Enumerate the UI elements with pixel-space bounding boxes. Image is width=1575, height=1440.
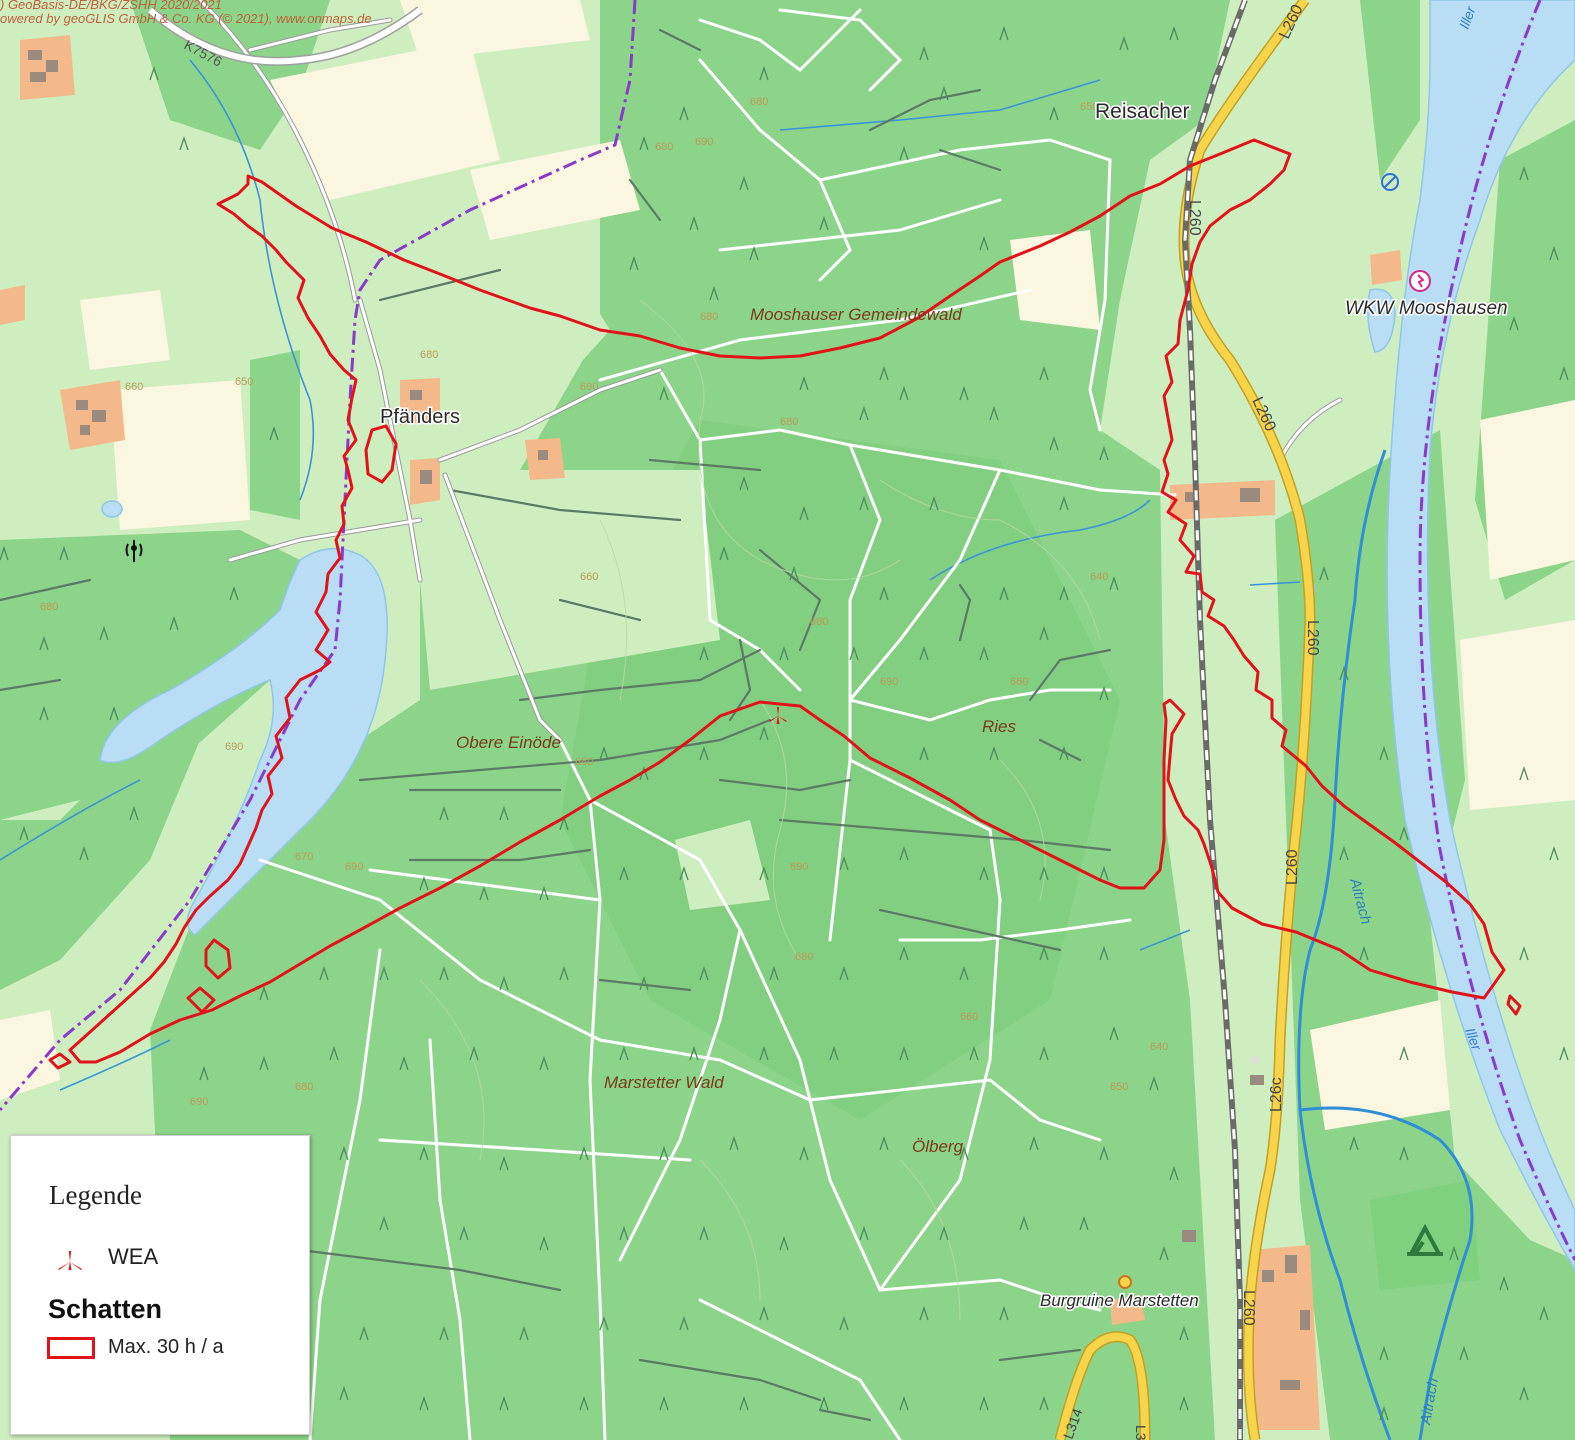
- contour-label: 660: [1010, 676, 1028, 688]
- contour-label: 640: [1150, 1041, 1168, 1053]
- map-labels: Reisacher Pfänders WKW Mooshausen Moosha…: [182, 2, 1510, 1440]
- contour-label: 670: [295, 851, 313, 863]
- place-label-wkw-mooshausen: WKW Mooshausen: [1345, 298, 1508, 319]
- forest-label-ries: Ries: [982, 717, 1017, 736]
- place-label-reisacher: Reisacher: [1095, 100, 1190, 123]
- contour-label: 690: [225, 741, 243, 753]
- antenna-icon: [125, 540, 143, 562]
- power-plant-icon: [1409, 270, 1431, 292]
- forest-label-oelberg: Ölberg: [912, 1137, 964, 1156]
- legend-shadow-label: Max. 30 h / a: [108, 1336, 224, 1358]
- contour-label: 640: [1090, 571, 1108, 583]
- road-k7576-fill: [148, 7, 422, 65]
- shadow-outline: [48, 138, 1522, 1070]
- shadow-area-small-2: [204, 938, 232, 980]
- contour-label: 680: [575, 756, 593, 768]
- pond: [1367, 288, 1396, 353]
- road-label-l26c: L26c: [1268, 1077, 1285, 1112]
- road-label-l260: L260: [1304, 620, 1321, 656]
- gauge-icon: [1381, 173, 1399, 191]
- field-areas: [0, 0, 1575, 1130]
- shadow-area-main: [68, 138, 1506, 1064]
- contour-label: 650: [1110, 1081, 1128, 1093]
- contour-label: 680: [780, 416, 798, 428]
- shadow-area-small-5: [1506, 994, 1522, 1016]
- attribution-line-1: ) GeoBasis-DE/BKG/ZSHH 2020/2021: [0, 0, 222, 12]
- map-attribution: ) GeoBasis-DE/BKG/ZSHH 2020/2021 owered …: [0, 0, 372, 26]
- campsite-icon: [1407, 1223, 1443, 1256]
- roads-minor-fill: [198, 0, 1342, 742]
- contour-label: 680: [795, 951, 813, 963]
- contour-label: 680: [655, 141, 673, 153]
- contour-label: 690: [790, 861, 808, 873]
- shadow-area-small-4: [48, 1052, 72, 1070]
- reservoir-lake: [99, 547, 388, 936]
- forest-tracks: [258, 8, 1177, 1440]
- brooks: [0, 59, 1301, 1091]
- water-label-iller: Iller: [1456, 3, 1479, 31]
- wind-turbine-icon[interactable]: [769, 707, 787, 724]
- legend-shadow-swatch: [47, 1337, 95, 1359]
- road-l314: [1056, 1332, 1149, 1440]
- contour-label: 680: [40, 601, 58, 613]
- place-label-burgruine: Burgruine Marstetten: [1040, 1291, 1199, 1310]
- forest-label-marstetter-wald: Marstetter Wald: [604, 1073, 724, 1092]
- contour-label: 690: [190, 1096, 208, 1108]
- contour-label: 660: [960, 1011, 978, 1023]
- contour-label: 690: [880, 676, 898, 688]
- railway: [1183, 0, 1247, 1440]
- ruin-icon: [1118, 1275, 1132, 1289]
- road-label-l3: L3: [1133, 1425, 1149, 1440]
- wind-turbine-icon: [58, 1251, 82, 1270]
- contour-label: 650: [1080, 101, 1098, 113]
- legend-wea-label: WEA: [108, 1244, 159, 1269]
- contour-label: 660: [125, 381, 143, 393]
- attribution-line-2: owered by geoGLIS GmbH & Co. KG (© 2021)…: [0, 11, 372, 26]
- contour-label: 680: [420, 349, 438, 361]
- forest-label-gemeindewald: Mooshauser Gemeindewald: [750, 305, 962, 324]
- iller-river: [1386, 0, 1575, 1272]
- contour-label: 680: [810, 616, 828, 628]
- road-label-l260: L260: [1240, 1290, 1257, 1326]
- contour-label: 690: [580, 381, 598, 393]
- legend-title: Legende: [49, 1180, 142, 1210]
- shadow-area-small-3: [186, 986, 216, 1014]
- contour-lines: [419, 299, 1101, 1321]
- place-label-pfaenders: Pfänders: [380, 406, 460, 428]
- contour-label: 680: [750, 96, 768, 108]
- node-marker: [1251, 1056, 1259, 1064]
- shadow-area-small-1: [364, 424, 398, 484]
- map-legend: Legende WEA Schatten Max. 30 h / a: [10, 1135, 310, 1435]
- forest-label-obere-einoede: Obere Einöde: [456, 733, 561, 752]
- contour-label: 690: [695, 136, 713, 148]
- streams: [1297, 449, 1474, 1440]
- road-label-l260: L260: [1284, 849, 1301, 885]
- contour-labels: 650 660 680 690 680 680 660 680 690 660 …: [40, 96, 1168, 1108]
- buildings: [28, 50, 1310, 1390]
- contour-label: 660: [580, 571, 598, 583]
- contour-label: 680: [700, 311, 718, 323]
- contour-label: 650: [235, 376, 253, 388]
- tree-icons: [0, 25, 1569, 1421]
- road-label-l260: L260: [1186, 200, 1203, 236]
- water-label-iller: Iller: [1462, 1026, 1485, 1054]
- contour-label: 690: [345, 861, 363, 873]
- contour-label: 680: [295, 1081, 313, 1093]
- legend-section-title: Schatten: [48, 1294, 163, 1324]
